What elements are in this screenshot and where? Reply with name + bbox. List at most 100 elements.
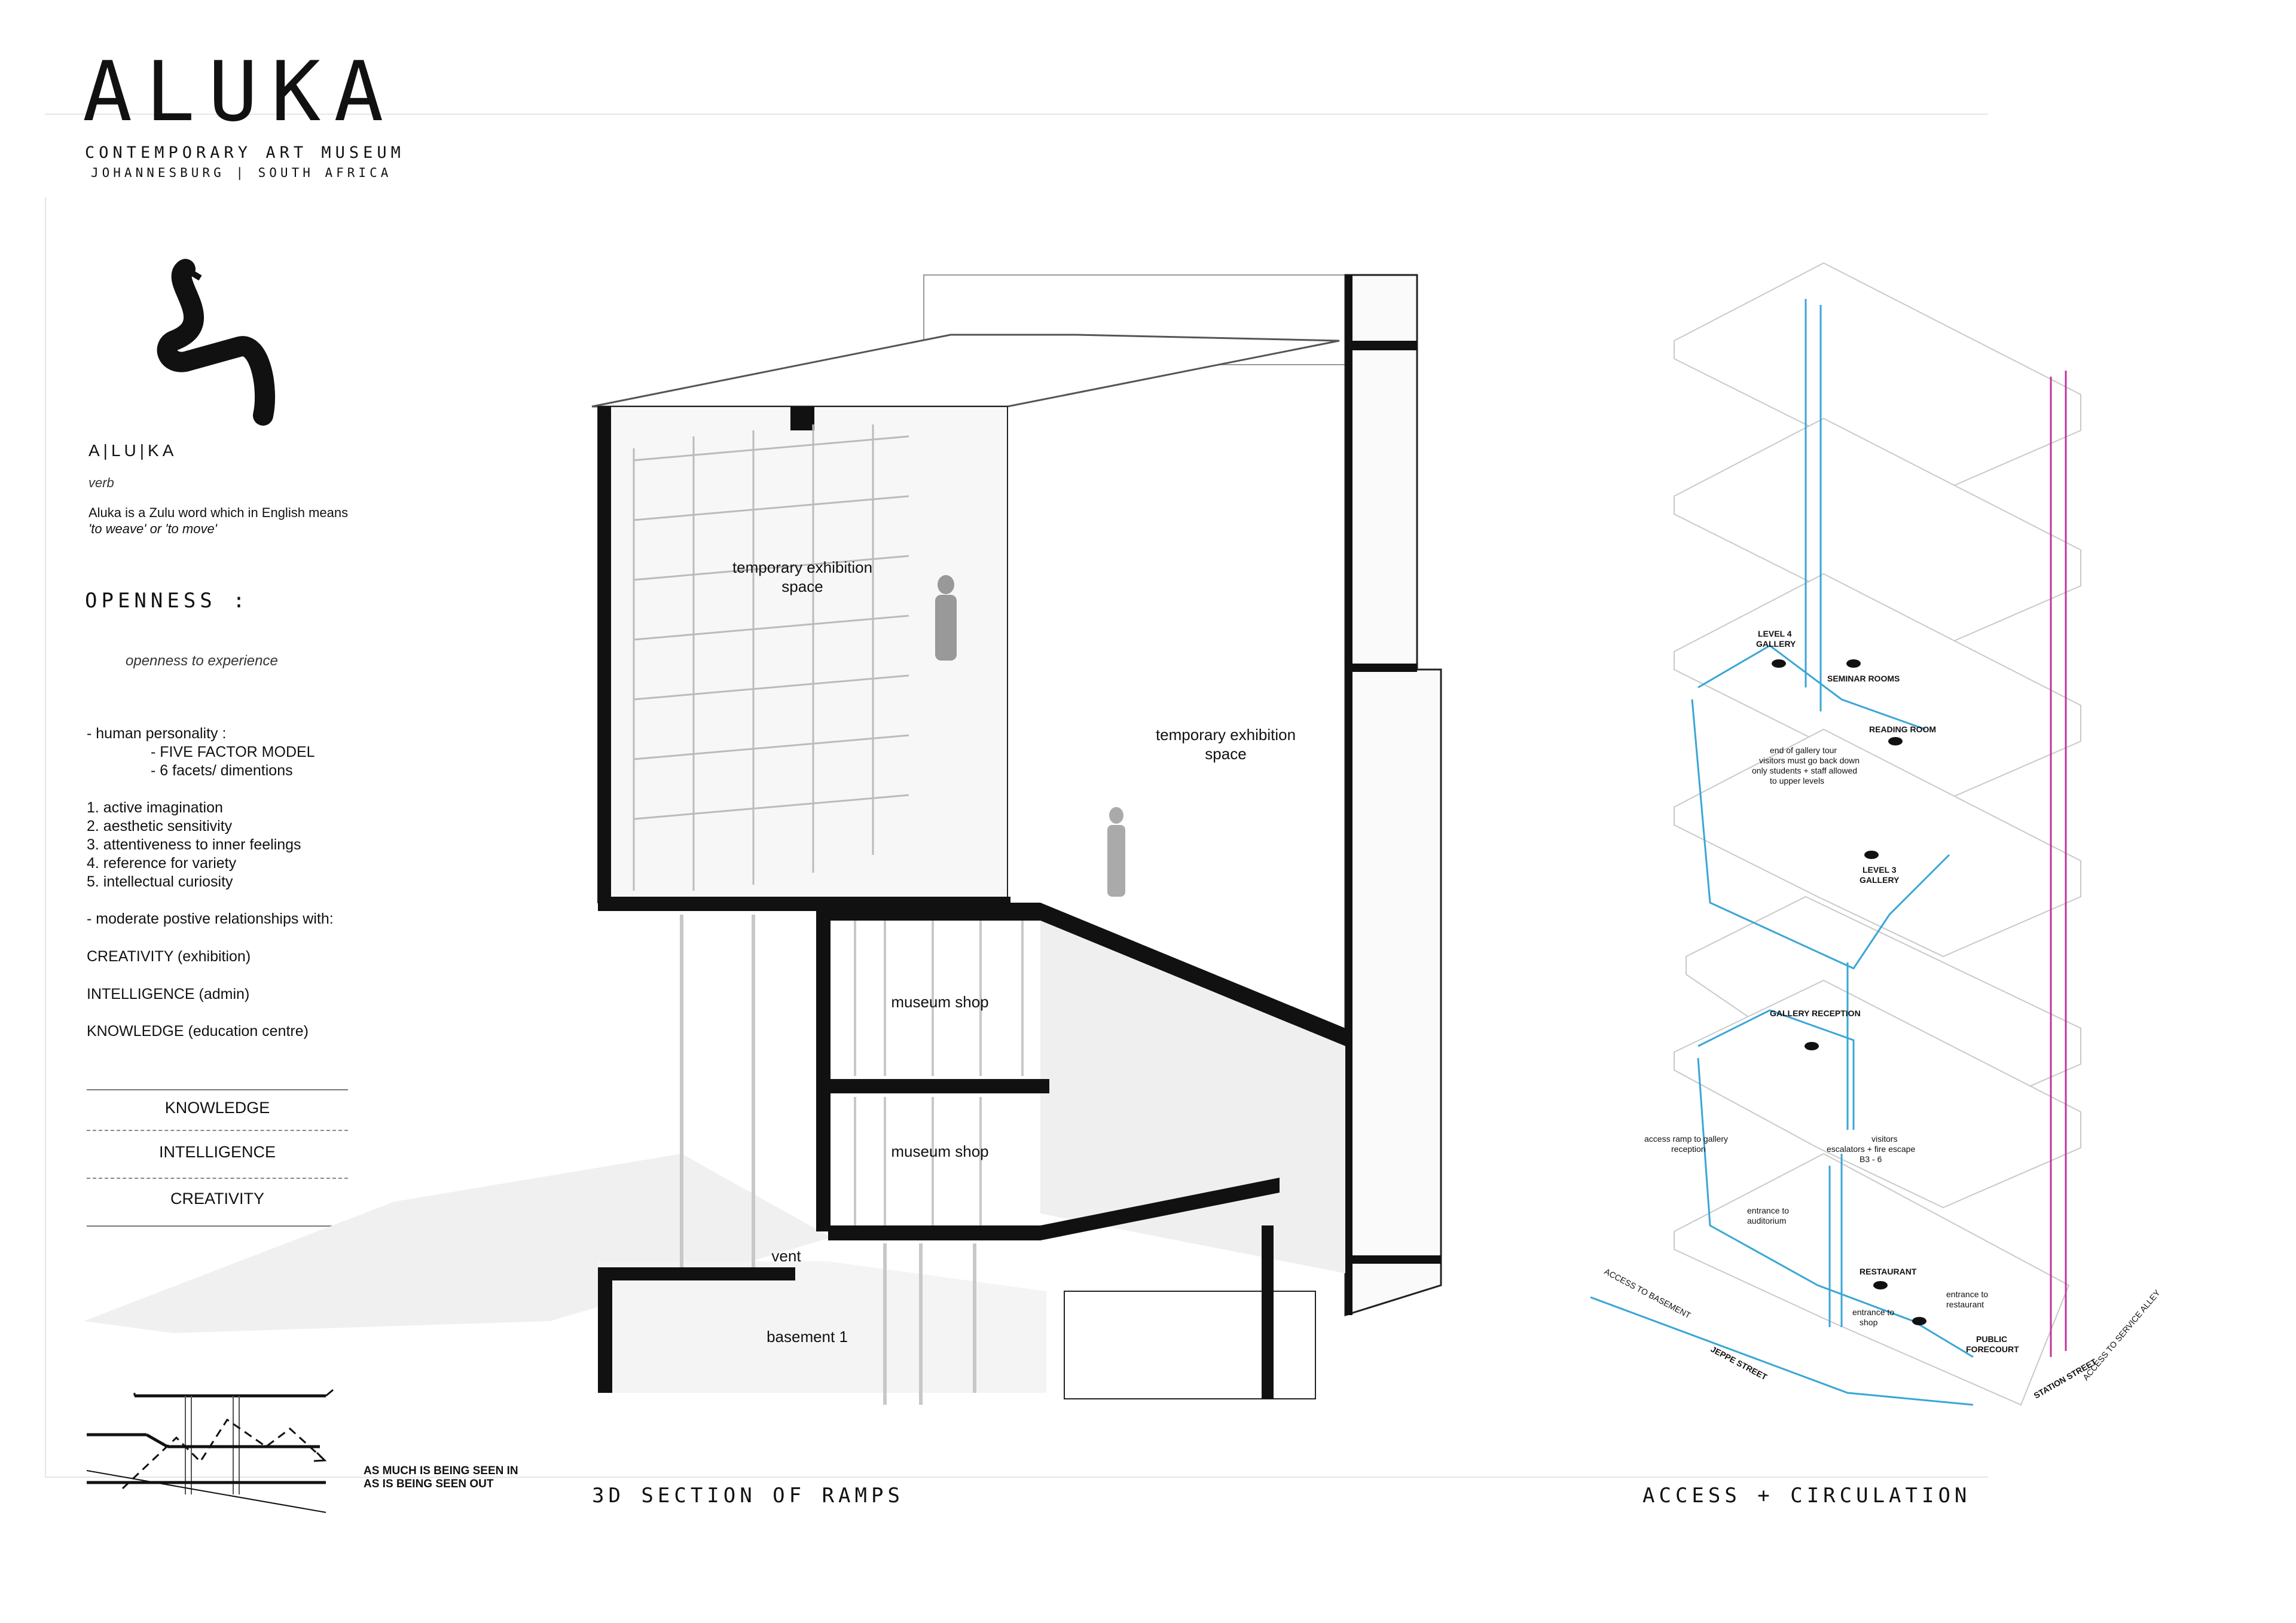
- traits-list: 1. active imagination 2. aesthetic sensi…: [87, 799, 301, 891]
- label-ramp-b: reception: [1671, 1144, 1706, 1154]
- basement-block: [598, 1261, 1046, 1393]
- personality-item: - 6 facets/ dimentions: [151, 762, 293, 779]
- shop-wall: [816, 909, 831, 1231]
- public-route-line: [1691, 699, 1950, 970]
- label-museum-shop-1: museum shop: [891, 993, 988, 1011]
- floor-plate: [1674, 417, 2081, 647]
- category-knowledge: KNOWLEDGE: [164, 1099, 270, 1117]
- category-creativity: CREATIVITY: [170, 1190, 265, 1208]
- category-dashed-rule: [87, 1130, 348, 1131]
- trait-item: 2. aesthetic sensitivity: [87, 818, 233, 835]
- person-figure: [938, 575, 954, 594]
- label-reception: GALLERY RECEPTION: [1770, 1008, 1861, 1018]
- category-dashed-rule: [87, 1178, 348, 1179]
- section-caption: 3D SECTION OF RAMPS: [592, 1484, 904, 1508]
- label-visitors-b: escalators + fire escape: [1827, 1144, 1915, 1154]
- diagram-note: AS MUCH IS BEING SEEN IN AS IS BEING SEE…: [364, 1465, 518, 1491]
- page-subtitle: CONTEMPORARY ART MUSEUM: [85, 143, 405, 162]
- aluka-logo-icon: [157, 259, 275, 426]
- person-figure: [1109, 807, 1123, 824]
- personality-block: - human personality : - FIVE FACTOR MODE…: [87, 725, 315, 780]
- label-temp-exhibition-1: temporary exhibition: [732, 558, 872, 576]
- location-marker: [1912, 1317, 1926, 1325]
- label-service-alley: ACCESS TO SERVICE ALLEY: [2081, 1288, 2162, 1382]
- label-basement-access: ACCESS TO BASEMENT: [1603, 1267, 1693, 1321]
- basement-right-wall: [1262, 1225, 1274, 1399]
- circulation-diagram: LEVEL 4 GALLERY SEMINAR ROOMS READING RO…: [1590, 262, 2162, 1406]
- upper-gallery-wall: [598, 406, 611, 909]
- view-concept-diagram: [87, 1389, 334, 1513]
- frame-left-line: [45, 197, 46, 1477]
- diagram-note-line-1: AS MUCH IS BEING SEEN IN: [364, 1465, 518, 1477]
- location-text: JOHANNESBURG | SOUTH AFRICA: [91, 166, 392, 180]
- category-rule: [87, 1089, 348, 1090]
- part-of-speech: verb: [88, 475, 114, 490]
- basement-right-block: [1064, 1291, 1316, 1399]
- person-figure: [935, 595, 957, 661]
- tower-slab: [1345, 341, 1417, 350]
- definition-line-2: 'to weave' or 'to move': [88, 521, 217, 536]
- public-route-line: [1697, 1009, 1855, 1130]
- label-public-b: FORECOURT: [1966, 1344, 2019, 1354]
- location-marker: [1888, 737, 1903, 745]
- label-note: end of gallery tour: [1770, 745, 1837, 755]
- relationships-intro: - moderate postive relationships with:: [87, 910, 334, 927]
- definition-line-1: Aluka is a Zulu word which in English me…: [88, 505, 349, 520]
- person-figure: [1107, 825, 1125, 897]
- label-level3-b: GALLERY: [1860, 875, 1900, 885]
- public-route-line: [1697, 644, 1926, 730]
- location-marker: [1805, 1042, 1819, 1050]
- label-visitors: visitors: [1871, 1134, 1898, 1144]
- label-level4-b: GALLERY: [1756, 639, 1796, 649]
- floor-plate: [1674, 979, 2081, 1209]
- label-level3: LEVEL 3: [1863, 865, 1897, 875]
- label-museum-shop-2: museum shop: [891, 1142, 988, 1160]
- label-entrance-shop: entrance to: [1852, 1307, 1894, 1317]
- label-temp-exhibition-2: temporary exhibition: [1156, 726, 1296, 744]
- label-level4: LEVEL 4: [1758, 629, 1792, 638]
- public-route-line: [1697, 1057, 1974, 1358]
- location-marker: [1873, 1281, 1888, 1289]
- category-intelligence: INTELLIGENCE: [158, 1143, 276, 1161]
- label-reading: READING ROOM: [1869, 725, 1936, 734]
- label-basement: basement 1: [767, 1328, 848, 1346]
- shop-floor-ramp: [828, 1178, 1280, 1240]
- frame-top-line: [45, 114, 1988, 115]
- label-note: only students + staff allowed: [1752, 766, 1857, 775]
- label-ramp: access ramp to gallery: [1644, 1134, 1728, 1144]
- label-vent: vent: [771, 1247, 801, 1265]
- personality-intro: - human personality :: [87, 725, 227, 742]
- label-auditorium: entrance to: [1747, 1206, 1789, 1215]
- word-syllables: A|LU|KA: [88, 441, 178, 460]
- openness-subheading: openness to experience: [126, 653, 278, 669]
- trait-item: 5. intellectual curiosity: [87, 873, 233, 890]
- circulation-caption: ACCESS + CIRCULATION: [1642, 1484, 1971, 1508]
- label-entrance-restaurant-b: restaurant: [1946, 1300, 1984, 1309]
- basement-wall: [598, 1267, 612, 1393]
- basement-top: [598, 1267, 795, 1280]
- frame-bottom-line: [45, 1477, 1988, 1478]
- tower-slab: [1345, 1255, 1441, 1264]
- page-title: ALUKA: [83, 44, 397, 140]
- floor-plate: [1674, 1153, 2070, 1406]
- shop-slab: [828, 1079, 1049, 1093]
- location-marker: [1864, 851, 1879, 859]
- openness-heading: OPENNESS :: [85, 589, 249, 613]
- floor-plate: [1674, 728, 2081, 958]
- relationship-item: KNOWLEDGE (education centre): [87, 1023, 309, 1040]
- public-route-line: [1590, 1296, 1974, 1406]
- label-temp-exhibition-2-b: space: [1205, 745, 1246, 763]
- trait-item: 3. attentiveness to inner feelings: [87, 836, 301, 853]
- label-note: visitors must go back down: [1759, 756, 1860, 765]
- label-note: to upper levels: [1770, 776, 1824, 785]
- right-tower: [1344, 274, 1442, 1317]
- label-auditorium-b: auditorium: [1747, 1216, 1786, 1225]
- label-entrance-shop-b: shop: [1860, 1318, 1878, 1327]
- relationship-item: INTELLIGENCE (admin): [87, 986, 250, 1002]
- trait-item: 1. active imagination: [87, 799, 223, 816]
- label-visitors-c: B3 - 6: [1860, 1154, 1882, 1164]
- label-jeppe-street: JEPPE STREET: [1709, 1344, 1769, 1382]
- label-public: PUBLIC: [1976, 1334, 2007, 1344]
- label-restaurant: RESTAURANT: [1860, 1267, 1917, 1276]
- location-marker: [1846, 659, 1861, 668]
